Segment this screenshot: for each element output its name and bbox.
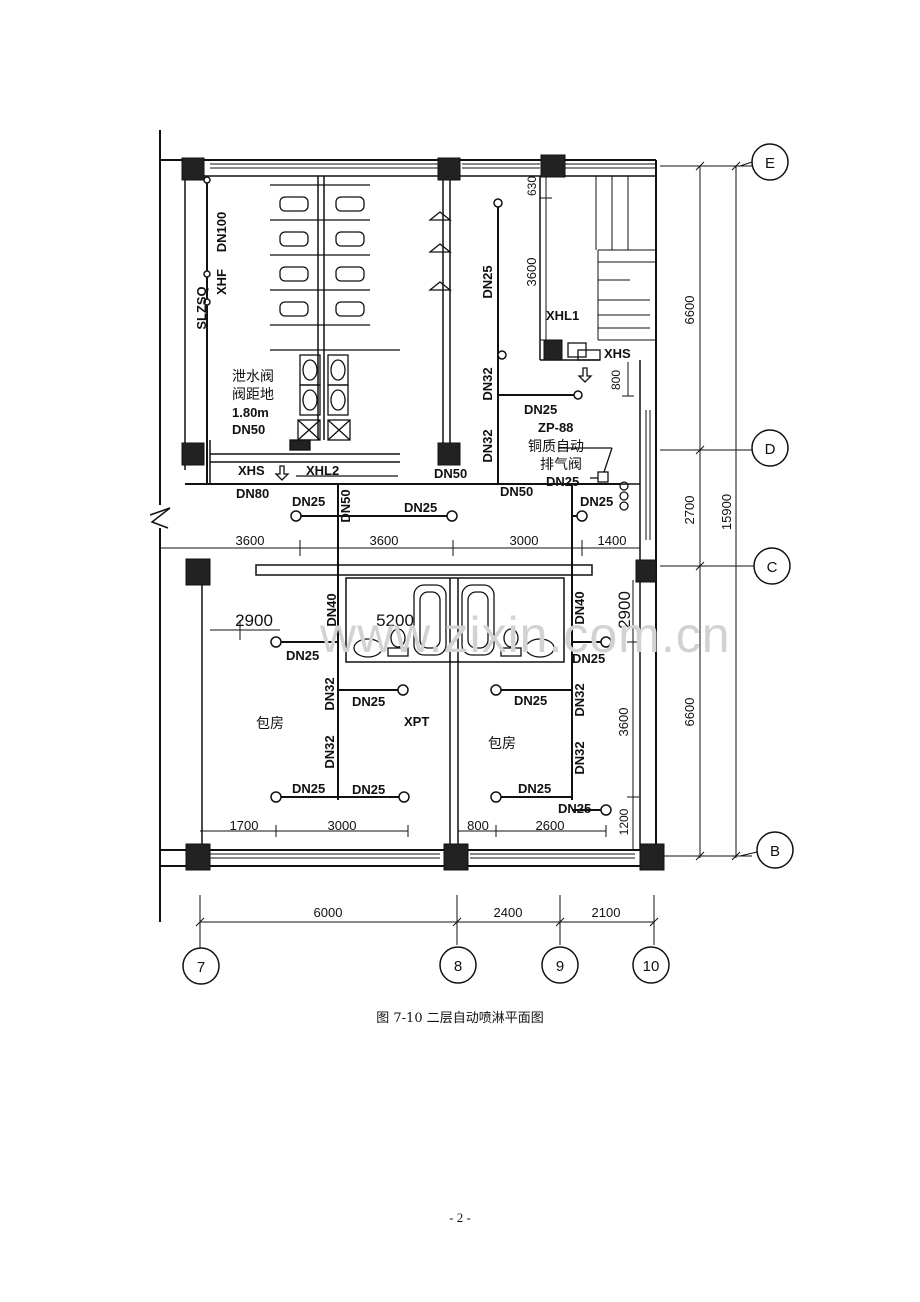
dim-right-6600-top: 6600 — [682, 296, 697, 325]
axis-label-9: 9 — [556, 958, 564, 975]
axis-label-e: E — [765, 155, 775, 172]
label-dn100: DN100 — [214, 212, 229, 252]
label-vent-2: 排气阀 — [540, 457, 582, 473]
label-xhs-b: XHS — [604, 346, 631, 361]
label-dn25-d: DN25 — [546, 474, 579, 489]
label-dn25-n: DN25 — [518, 781, 551, 796]
sprinkler-floor-plan: E D C B 7 8 9 10 6000 2400 2100 6600 270… — [149, 130, 794, 985]
label-xhl2: XHL2 — [306, 463, 339, 478]
label-dn50-c: DN50 — [338, 489, 353, 522]
label-dn32-f: DN32 — [572, 741, 587, 774]
bathroom-fixtures — [353, 584, 555, 658]
dimension-lines — [160, 161, 752, 950]
label-dn25-o: DN25 — [558, 801, 591, 816]
dim-stair-3600: 3600 — [524, 258, 539, 287]
dim-right-room-1200: 1200 — [617, 808, 631, 835]
axis-leader-lines — [739, 161, 758, 857]
label-dn50-a: DN50 — [232, 422, 265, 437]
label-xhf: XHF — [214, 269, 229, 295]
label-dn32-d: DN32 — [572, 683, 587, 716]
axis-label-8: 8 — [454, 958, 462, 975]
dim-stair-630: 630 — [525, 176, 539, 196]
dim-right-15900: 15900 — [719, 494, 734, 530]
label-xpt: XPT — [404, 714, 429, 729]
sprinkler-heads — [203, 176, 612, 816]
figure-caption: 图 7-10 二层自动喷淋平面图 — [376, 1011, 544, 1026]
dim-corridor-3000: 3000 — [510, 533, 539, 548]
dim-stair-800: 800 — [609, 370, 623, 390]
axis-label-c: C — [767, 559, 778, 576]
dim-bottom-2400: 2400 — [494, 905, 523, 920]
dim-right-room-2900: 2900 — [615, 591, 634, 629]
label-dn40-a: DN40 — [324, 593, 339, 626]
label-drain-valve-2: 阀距地 — [232, 387, 274, 403]
label-dn25-f: DN25 — [292, 494, 325, 509]
axis-label-10: 10 — [643, 958, 660, 975]
structural-columns — [181, 154, 665, 871]
label-drain-valve-3: 1.80m — [232, 405, 269, 420]
dim-right-2700: 2700 — [682, 496, 697, 525]
label-dn25-riser: DN25 — [480, 265, 495, 298]
dim-right-room-3600: 3600 — [616, 708, 631, 737]
dim-toilet-5200: 5200 — [376, 611, 414, 630]
label-dn50-d: DN50 — [500, 484, 533, 499]
dim-room-top-2900: 2900 — [235, 611, 273, 630]
label-dn25-m: DN25 — [352, 782, 385, 797]
watermark: www.zixin.com.cn — [320, 607, 731, 663]
label-zp88: ZP-88 — [538, 420, 573, 435]
label-dn50-b: DN50 — [434, 466, 467, 481]
dim-room-1700: 1700 — [230, 818, 259, 833]
sprinkler-pipes — [185, 180, 620, 811]
dim-right-6600-bottom: 6600 — [682, 698, 697, 727]
dim-room-800: 800 — [467, 818, 489, 833]
label-xhs-a: XHS — [238, 463, 265, 478]
dim-room-2600: 2600 — [536, 818, 565, 833]
label-vent-1: 铜质自动 — [528, 439, 584, 455]
label-xhl1: XHL1 — [546, 308, 579, 323]
label-room-b: 包房 — [488, 736, 516, 752]
axis-label-7: 7 — [197, 959, 205, 976]
label-dn32-a: DN32 — [480, 367, 495, 400]
axis-label-b: B — [770, 843, 780, 860]
dim-bottom-2100: 2100 — [592, 905, 621, 920]
dim-corridor-3600-a: 3600 — [236, 533, 265, 548]
label-dn25-l: DN25 — [292, 781, 325, 796]
label-dn80: DN80 — [236, 486, 269, 501]
axis-label-d: D — [765, 441, 776, 458]
label-dn25-j: DN25 — [352, 694, 385, 709]
label-dn32-c: DN32 — [322, 677, 337, 710]
label-dn32-e: DN32 — [322, 735, 337, 768]
label-room-a: 包房 — [256, 716, 284, 732]
label-dn25-k: DN25 — [514, 693, 547, 708]
label-drain-valve-1: 泄水阀 — [232, 369, 274, 385]
label-slzsq: SLZSQ — [194, 286, 209, 329]
dim-corridor-1400: 1400 — [598, 533, 627, 548]
label-dn25-h: DN25 — [286, 648, 319, 663]
label-dn25-i: DN25 — [572, 651, 605, 666]
toilet-stalls — [270, 184, 452, 441]
dim-corridor-3600-b: 3600 — [370, 533, 399, 548]
label-dn25-g: DN25 — [404, 500, 437, 515]
label-dn40-b: DN40 — [572, 591, 587, 624]
label-dn25-e: DN25 — [580, 494, 613, 509]
label-dn25-c: DN25 — [524, 402, 557, 417]
dim-bottom-6000: 6000 — [314, 905, 343, 920]
label-dn32-b: DN32 — [480, 429, 495, 462]
equipment — [274, 342, 629, 511]
dim-room-3000: 3000 — [328, 818, 357, 833]
page-number: - 2 - — [449, 1210, 471, 1225]
axis-bubbles — [182, 143, 794, 985]
